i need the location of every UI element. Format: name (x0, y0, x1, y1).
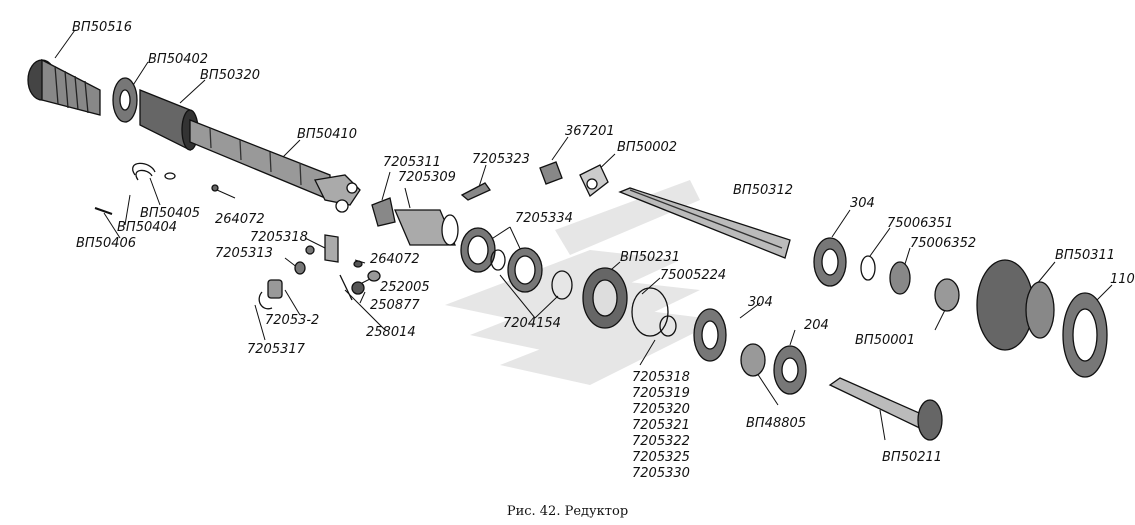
gasket-part-number-list: 7205318 7205319 7205320 7205321 7205322 … (632, 370, 690, 482)
bearings-right (813, 237, 1108, 378)
gasket-part-label: 7205318 (632, 370, 690, 385)
part-label-p3: ВП50320 (200, 68, 261, 83)
part-label-p4: ВП50410 (297, 127, 358, 142)
part-label-p17: ВП50404 (117, 220, 178, 235)
gasket-part-label: 7205330 (632, 466, 690, 481)
part-label-p10: ВП50312 (733, 183, 794, 198)
part-label-p18: ВП50406 (76, 236, 137, 251)
part-label-p2: ВП50402 (148, 52, 209, 67)
gasket-part-label: 7205325 (632, 450, 690, 465)
part-label-p27: 7205317 (247, 342, 305, 357)
part-label-p20: 7205318 (250, 230, 308, 245)
part-label-p23: 252005 (380, 280, 430, 295)
gasket-part-label: 7205321 (632, 418, 690, 433)
universal-joint (371, 182, 491, 246)
gasket-part-label: 7205320 (632, 402, 690, 417)
part-label-p14: ВП50311 (1055, 248, 1116, 263)
part-label-p24: 250877 (370, 298, 420, 313)
part-label-p15: 110 (1110, 272, 1135, 287)
part-label-p21: 7205313 (215, 246, 273, 261)
shaft-upper-middle (618, 187, 791, 259)
part-label-p11: 304 (850, 196, 875, 211)
part-label-p35: ВП48805 (746, 416, 807, 431)
part-label-p32: 304 (748, 295, 773, 310)
part-label-p7: 7205323 (472, 152, 530, 167)
part-label-p33: 204 (804, 318, 829, 333)
part-label-p34: ВП50001 (855, 333, 916, 348)
part-label-p1: ВП50516 (72, 20, 133, 35)
small-parts-left (94, 162, 381, 310)
part-label-p16: ВП50405 (140, 206, 201, 221)
part-label-p28: 7205334 (515, 211, 573, 226)
part-label-p22: 264072 (370, 252, 420, 267)
part-label-p29: ВП50231 (620, 250, 681, 265)
bearings-lower (693, 308, 943, 441)
part-label-p19: 264072 (215, 212, 265, 227)
part-label-p6: 7205309 (398, 170, 456, 185)
shaft-assembly-upper (27, 58, 361, 213)
watermark-logo (445, 180, 720, 385)
part-label-p30: 75005224 (660, 268, 727, 283)
gasket-part-label: 7205322 (632, 434, 690, 449)
part-label-p5: 7205311 (383, 155, 441, 170)
part-label-p13: 75006352 (910, 236, 977, 251)
part-label-p25: 72053-2 (265, 313, 320, 328)
part-label-p8: 367201 (565, 124, 615, 139)
figure-caption: Рис. 42. Редуктор (506, 504, 629, 519)
part-label-p26: 258014 (366, 325, 416, 340)
gasket-part-label: 7205319 (632, 386, 690, 401)
part-label-p12: 75006351 (887, 216, 954, 231)
bearings-middle (460, 161, 677, 337)
part-label-p9: ВП50002 (617, 140, 678, 155)
part-label-p36: ВП50211 (882, 450, 943, 465)
part-label-p31: 7204154 (503, 316, 561, 331)
